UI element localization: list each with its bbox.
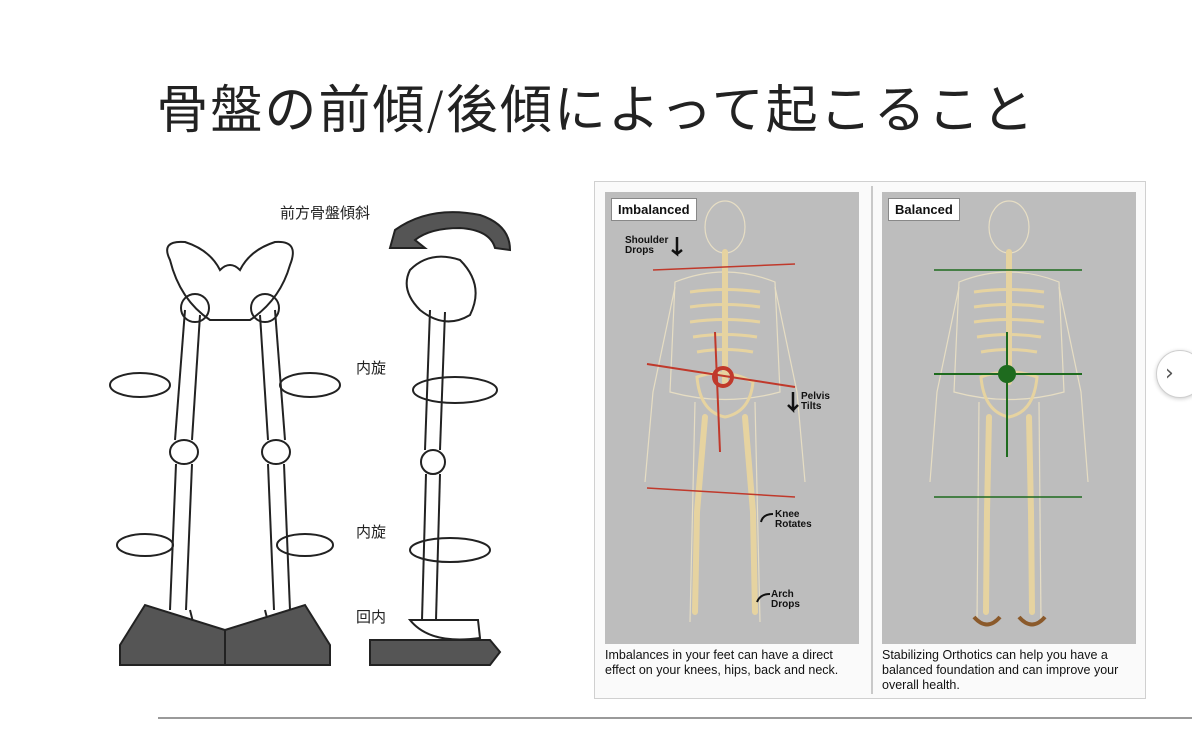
imbalanced-skeleton: [644, 200, 806, 623]
balanced-skeleton: [929, 200, 1089, 627]
carousel-next-button[interactable]: ›: [1156, 350, 1192, 398]
pelvis-tilt-diagram: 前方骨盤傾斜 内旋 内旋 回内: [100, 190, 520, 680]
imbalanced-caption: Imbalances in your feet can have a direc…: [605, 648, 839, 677]
balanced-tag: Balanced: [888, 198, 960, 221]
label-internal-rotation-lower: 内旋: [356, 523, 386, 541]
balanced-caption: Stabilizing Orthotics can help you have …: [882, 648, 1119, 692]
balanced-panel: Balanced: [882, 192, 1136, 644]
label-anterior-tilt: 前方骨盤傾斜: [280, 204, 370, 222]
imbalanced-tag: Imbalanced: [611, 198, 697, 221]
orthotics-comparison-figure: Imbalanced Shoulder Drops Pelvis Tilts K…: [594, 181, 1146, 699]
panel-divider: [871, 186, 873, 694]
shoulder-drops-label: Shoulder Drops: [625, 235, 669, 256]
slide-title: 骨盤の前傾/後傾によって起こること: [156, 81, 1036, 141]
knee-rotates-label: Knee Rotates: [775, 509, 812, 530]
bottom-divider: [158, 717, 1192, 719]
imbalanced-panel: Imbalanced Shoulder Drops Pelvis Tilts K…: [605, 192, 859, 644]
label-internal-rotation-upper: 内旋: [356, 359, 386, 377]
label-pronation: 回内: [356, 608, 386, 626]
pelvis-tilts-label: Pelvis Tilts: [801, 391, 830, 412]
chevron-right-icon: ›: [1165, 361, 1174, 386]
arch-drops-label: Arch Drops: [771, 589, 800, 610]
leg-rotation-drawing: 前方骨盤傾斜 内旋 内旋 回内: [109, 204, 512, 666]
